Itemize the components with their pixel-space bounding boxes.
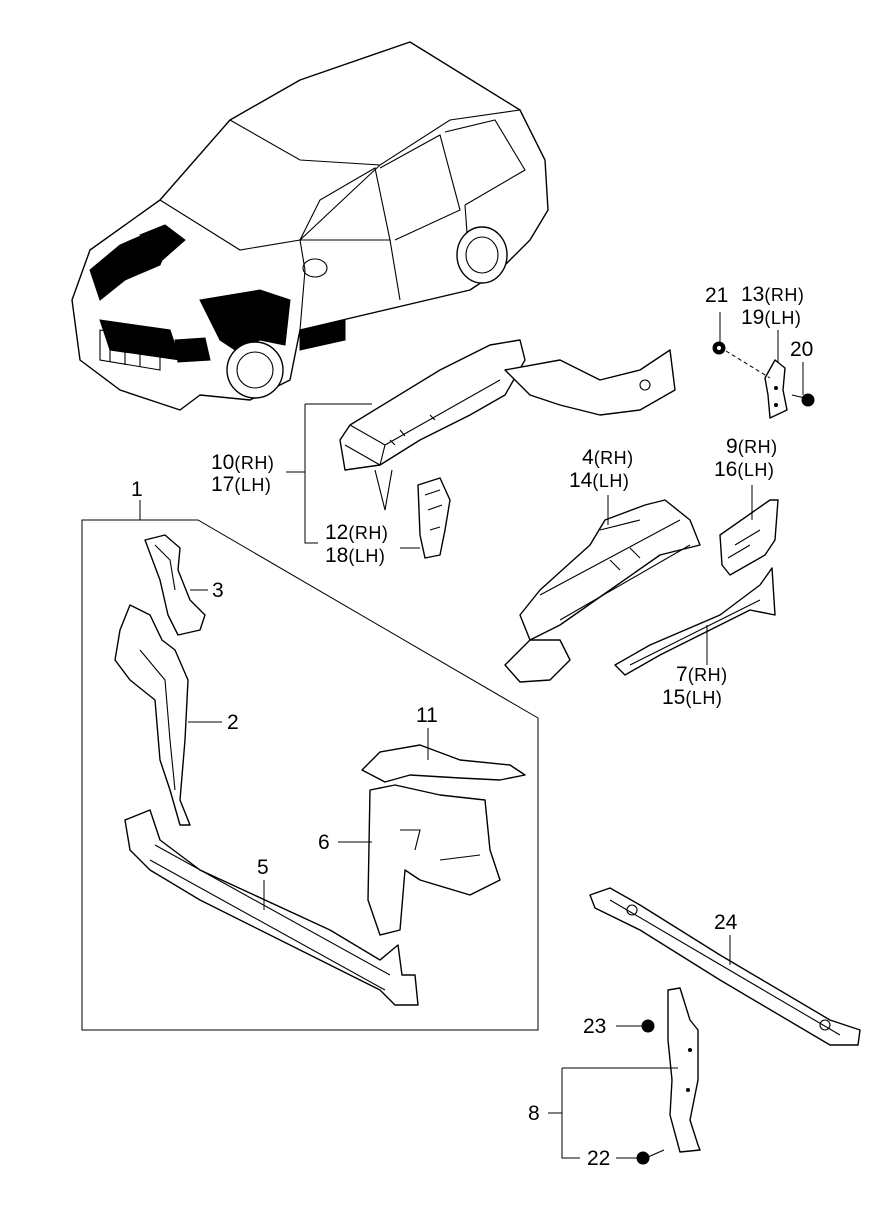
callout-24: 24: [714, 911, 738, 934]
vehicle-overview: [71, 41, 549, 411]
callout-1: 1: [131, 478, 143, 501]
part-3-upper-bracket: [144, 534, 206, 636]
part-24-upper-member: [589, 887, 861, 1046]
callout-10-rh: 10(RH): [211, 451, 275, 474]
callout-20: 20: [790, 338, 814, 361]
callout-18-lh: 18(LH): [325, 544, 386, 567]
group-1-bracket: [81, 519, 539, 1031]
part-2-side-bracket: [114, 604, 191, 826]
callout-13-rh: 13(RH): [741, 283, 805, 306]
part-22-bolt: [636, 1149, 665, 1165]
part-13-bracket: [764, 359, 788, 419]
callout-15-lh: 15(LH): [662, 686, 723, 709]
part-4-side-member: [504, 499, 701, 683]
callout-19-lh: 19(LH): [741, 306, 802, 329]
part-7-member: [614, 567, 776, 676]
callout-8: 8: [528, 1102, 540, 1125]
leader-lines: [139, 312, 804, 1159]
callout-5: 5: [257, 856, 269, 879]
part-8-stay: [667, 987, 701, 1153]
callout-17-lh: 17(LH): [211, 473, 272, 496]
part-23-nut: [641, 1019, 655, 1033]
callout-2: 2: [227, 711, 239, 734]
callout-12-rh: 12(RH): [325, 521, 389, 544]
callout-23: 23: [583, 1015, 607, 1038]
part-12-bracket: [417, 477, 451, 559]
part-10-front-side-member: [339, 339, 676, 511]
callout-3: 3: [212, 579, 224, 602]
callout-6: 6: [318, 831, 330, 854]
callout-4-rh: 4(RH): [582, 446, 634, 469]
part-5-lower-member: [124, 809, 419, 1006]
part-11-bracket: [361, 744, 526, 783]
callout-7-rh: 7(RH): [676, 663, 728, 686]
callout-16-lh: 16(LH): [714, 458, 775, 481]
part-6-side-support: [367, 784, 501, 936]
callout-22: 22: [587, 1147, 611, 1170]
callout-14-lh: 14(LH): [569, 469, 630, 492]
part-9-panel: [719, 499, 779, 576]
callout-11: 11: [416, 704, 438, 727]
part-20-bolt: [791, 393, 815, 407]
part-21-nut: [712, 341, 726, 355]
callout-21: 21: [705, 284, 729, 307]
callout-9-rh: 9(RH): [726, 435, 778, 458]
